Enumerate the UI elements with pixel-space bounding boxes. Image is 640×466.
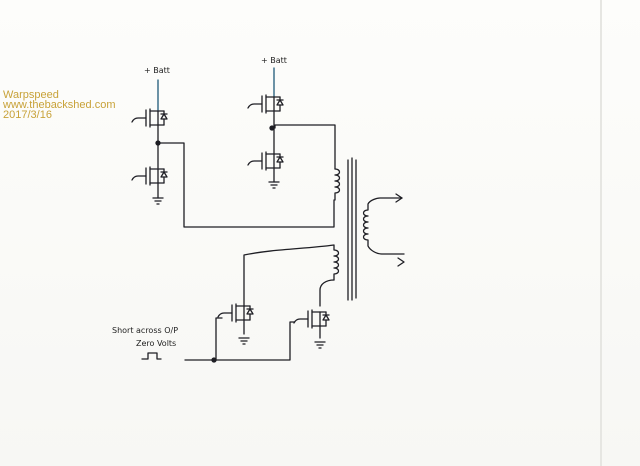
batt-label-right: + Batt: [261, 56, 287, 65]
batt-label-left: + Batt: [144, 66, 170, 75]
paper-edge: [600, 0, 602, 466]
lower-left-mosfet: [217, 303, 254, 345]
transformer-secondary: [362, 193, 405, 267]
lower-right-mosfet: [293, 309, 330, 349]
wire-bottom-right: [213, 321, 295, 361]
wire-right-midpoint: [271, 124, 336, 170]
transformer-primary-upper: [334, 168, 341, 201]
wire-left-midpoint: [157, 142, 335, 228]
watermark-name: Warpspeed: [3, 89, 59, 101]
pulse-symbol: [141, 352, 162, 360]
transformer-core: [347, 157, 357, 301]
upper-right-high-mosfet: [247, 67, 284, 155]
watermark-date: 2017/3/16: [3, 109, 52, 121]
wire-bottom-left: [184, 317, 223, 361]
upper-left-high-mosfet: [131, 79, 168, 169]
upper-right-low-mosfet: [247, 151, 284, 189]
watermark-site: www.thebackshed.com: [3, 99, 116, 111]
transformer-primary-lower: [243, 244, 340, 307]
note-zero-volts: Zero Volts: [136, 339, 177, 348]
watermark: Warpspeed www.thebackshed.com 2017/3/16: [3, 89, 116, 121]
upper-left-low-mosfet: [131, 166, 168, 205]
note-short-across: Short across O/P: [112, 326, 179, 335]
